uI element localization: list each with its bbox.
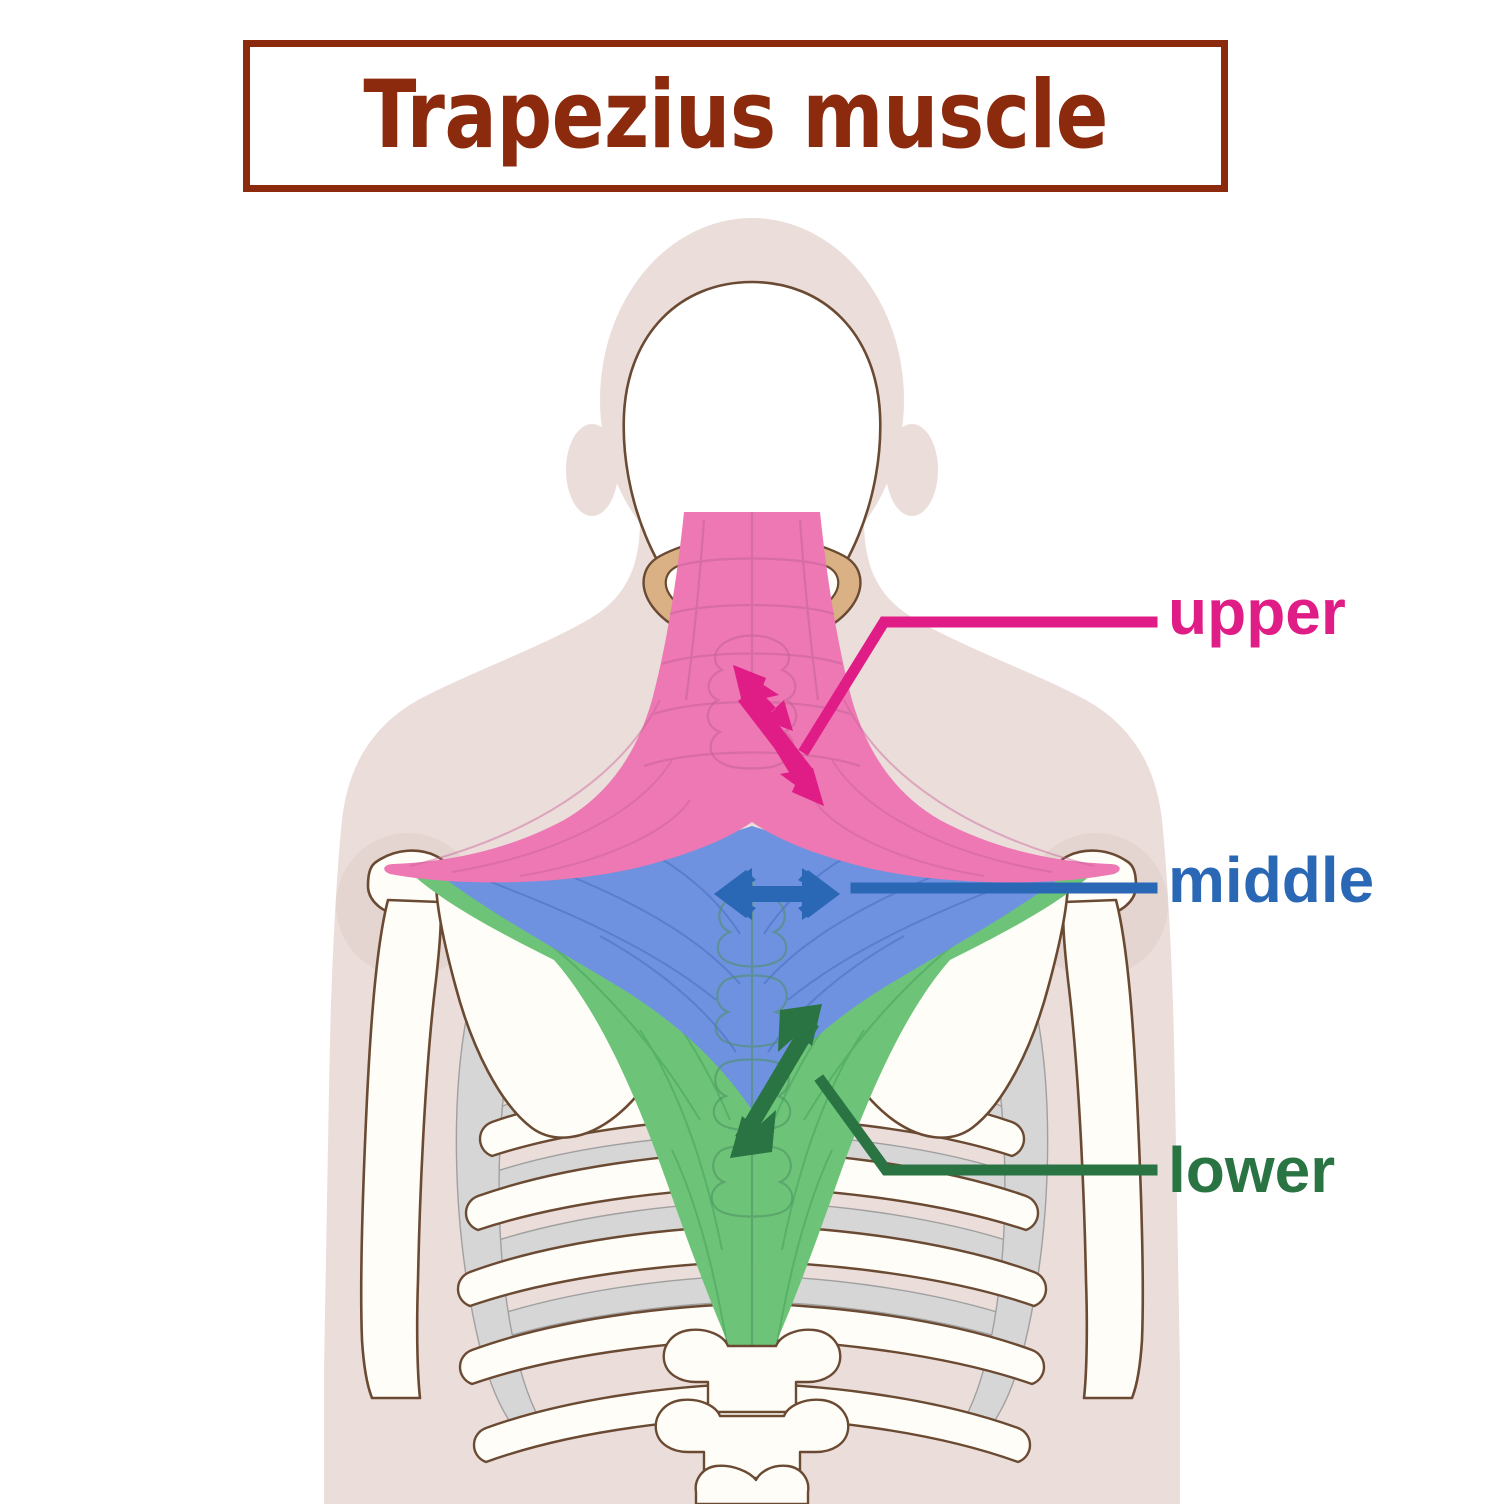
page-title: Trapezius muscle bbox=[363, 61, 1108, 170]
title-card: Trapezius muscle bbox=[243, 40, 1228, 192]
callout-label-lower: lower bbox=[1168, 1134, 1336, 1206]
leader-line-upper bbox=[798, 616, 1158, 756]
lumbar-vertebrae bbox=[654, 1328, 850, 1504]
callout-label-middle: middle bbox=[1168, 844, 1375, 916]
callout-label-upper: upper bbox=[1168, 576, 1346, 648]
leader-line-lower bbox=[814, 1074, 1158, 1176]
shoulder-girdle bbox=[359, 849, 1145, 1400]
lower-movement-arrow bbox=[730, 1004, 822, 1158]
middle-movement-arrow bbox=[714, 868, 840, 920]
upper-movement-arrow bbox=[733, 665, 824, 806]
